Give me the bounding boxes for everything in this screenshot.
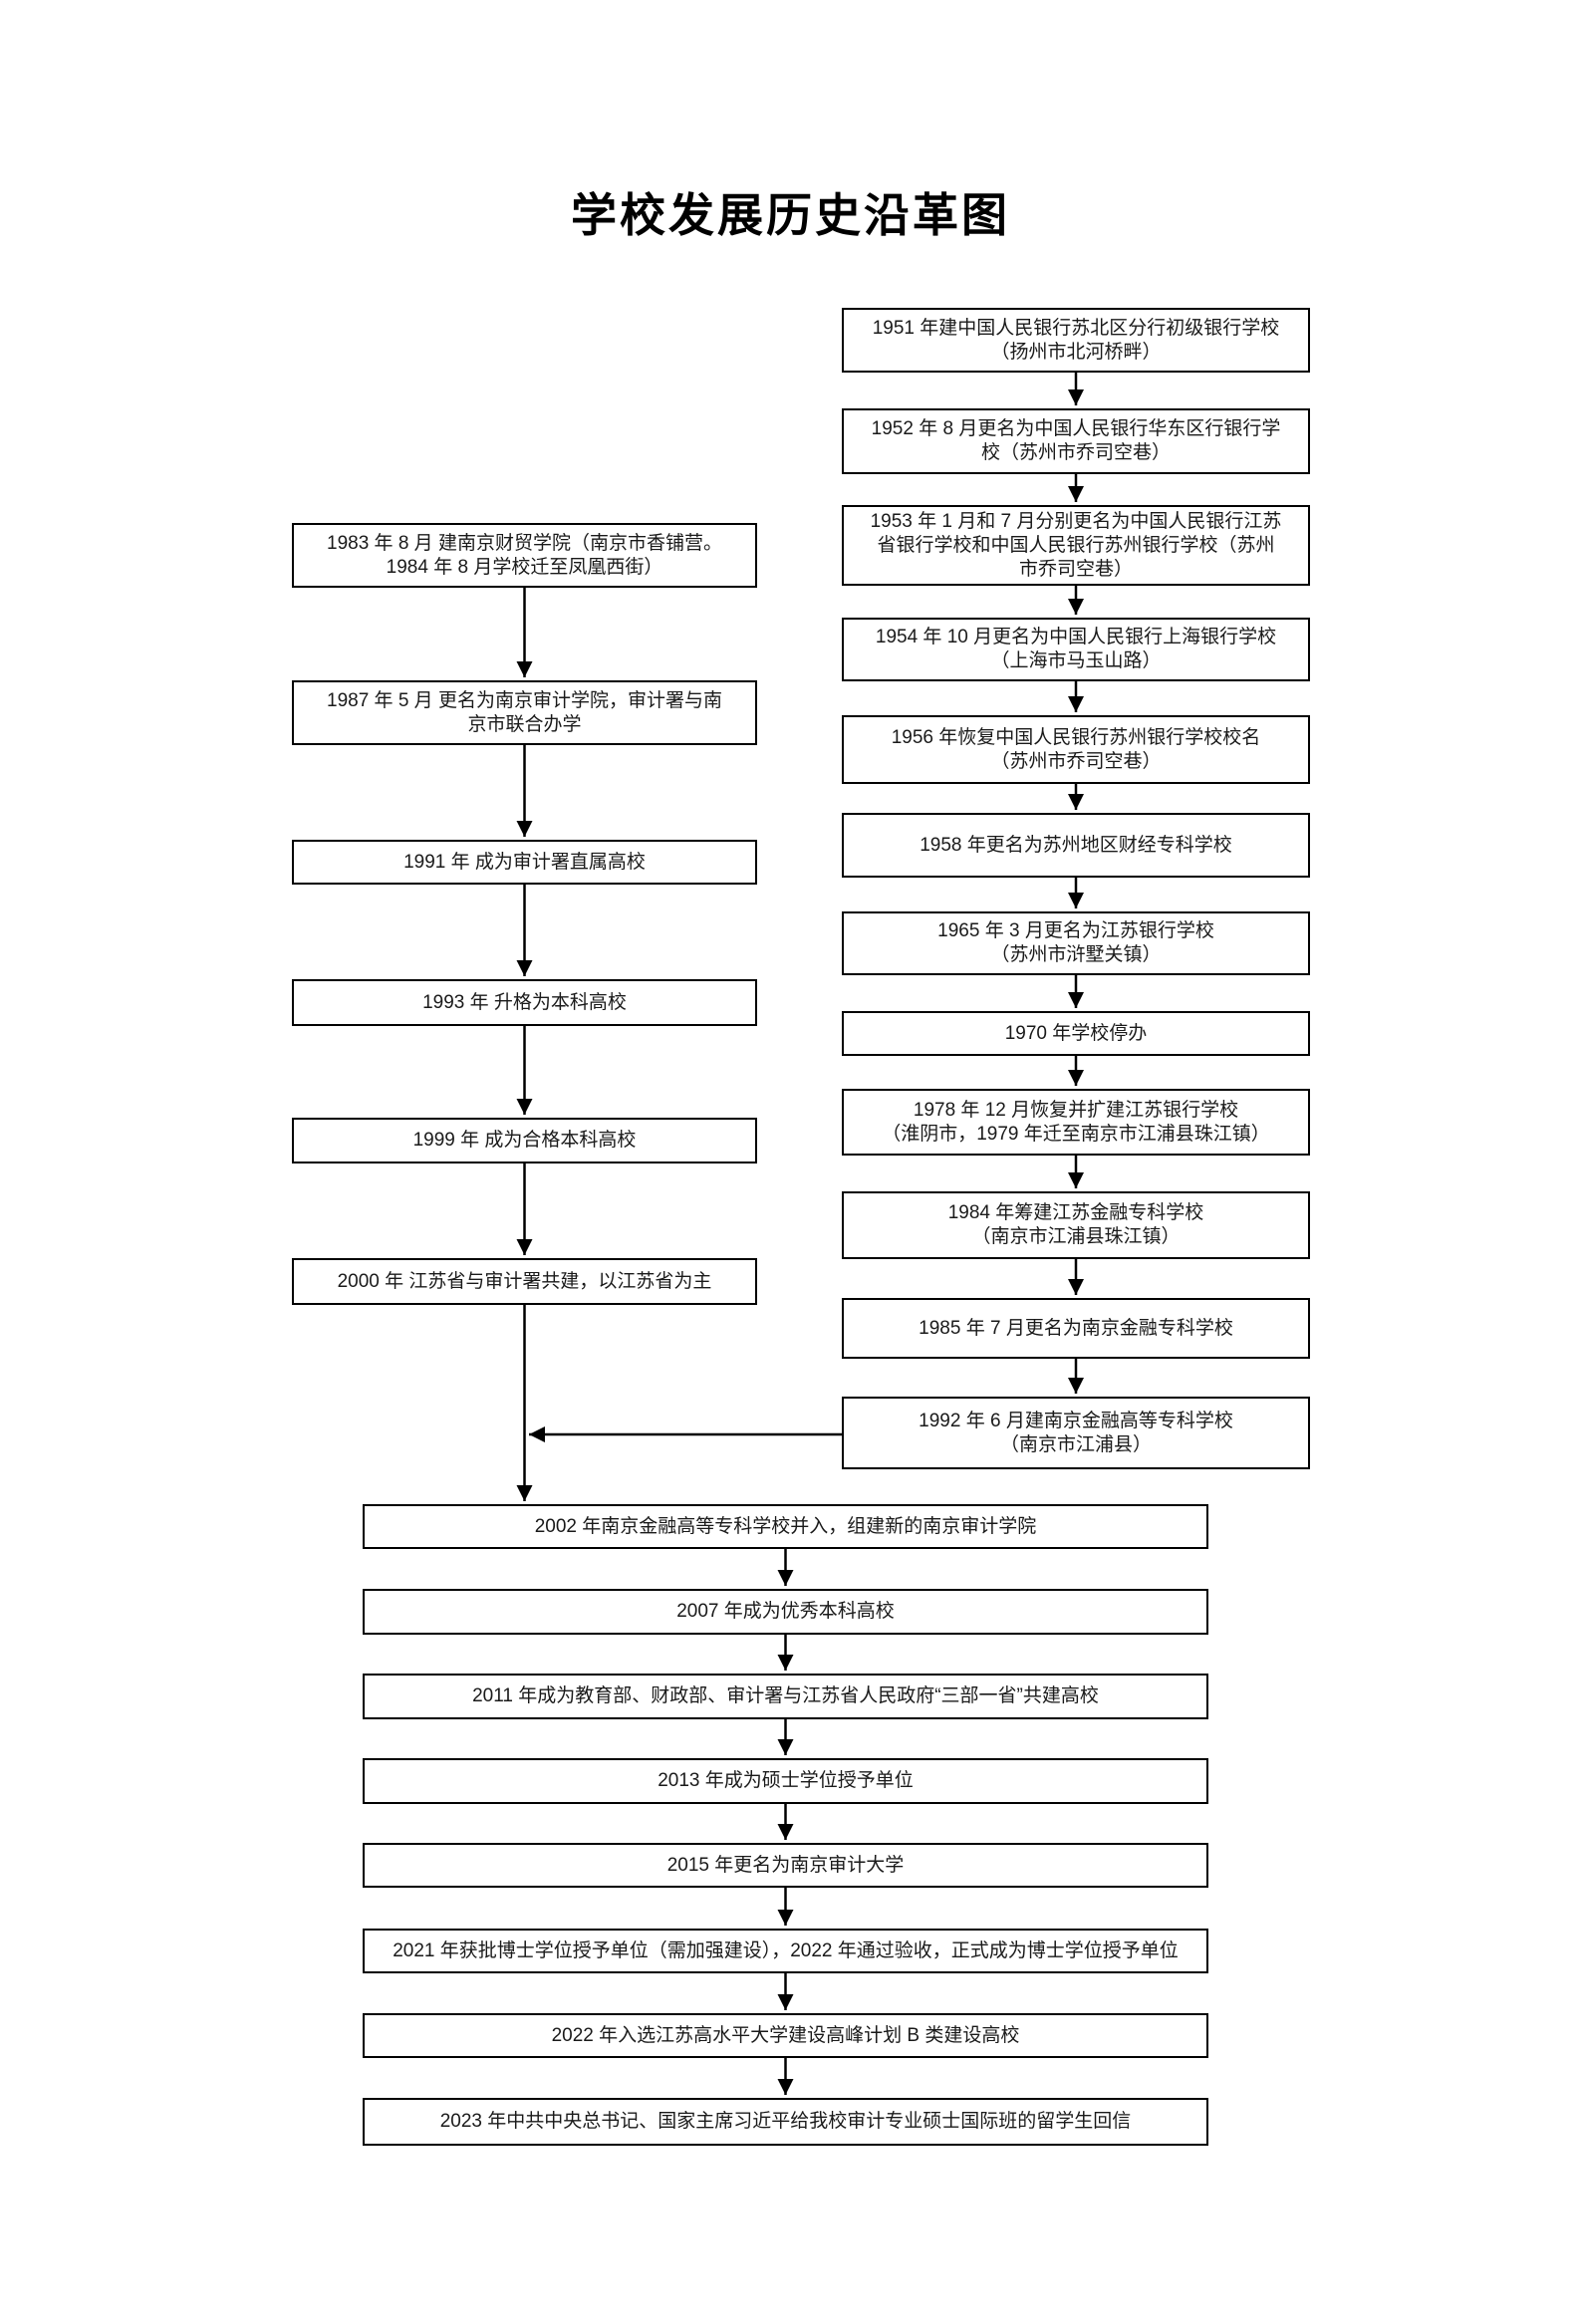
node-1983: 1983 年 8 月 建南京财贸学院（南京市香铺营。 1984 年 8 月学校迁… xyxy=(292,523,757,588)
node-2013: 2013 年成为硕士学位授予单位 xyxy=(363,1758,1208,1804)
node-1956: 1956 年恢复中国人民银行苏州银行学校校名 （苏州市乔司空巷） xyxy=(842,715,1310,784)
node-1991: 1991 年 成为审计署直属高校 xyxy=(292,840,757,885)
node-1970: 1970 年学校停办 xyxy=(842,1011,1310,1056)
node-2023: 2023 年中共中央总书记、国家主席习近平给我校审计专业硕士国际班的留学生回信 xyxy=(363,2098,1208,2146)
node-1987: 1987 年 5 月 更名为南京审计学院，审计署与南 京市联合办学 xyxy=(292,680,757,745)
node-2015: 2015 年更名为南京审计大学 xyxy=(363,1843,1208,1888)
node-1951: 1951 年建中国人民银行苏北区分行初级银行学校 （扬州市北河桥畔） xyxy=(842,308,1310,373)
node-1953: 1953 年 1 月和 7 月分别更名为中国人民银行江苏 省银行学校和中国人民银… xyxy=(842,505,1310,586)
node-1958: 1958 年更名为苏州地区财经专科学校 xyxy=(842,813,1310,878)
page-title: 学校发展历史沿革图 xyxy=(571,190,1010,241)
node-2021: 2021 年获批博士学位授予单位（需加强建设），2022 年通过验收，正式成为博… xyxy=(363,1929,1208,1973)
node-1993: 1993 年 升格为本科高校 xyxy=(292,979,757,1026)
node-2002: 2002 年南京金融高等专科学校并入，组建新的南京审计学院 xyxy=(363,1504,1208,1549)
arrow-group xyxy=(516,373,1084,2095)
node-1999: 1999 年 成为合格本科高校 xyxy=(292,1118,757,1163)
node-1984: 1984 年筹建江苏金融专科学校 （南京市江浦县珠江镇） xyxy=(842,1191,1310,1259)
node-1952: 1952 年 8 月更名为中国人民银行华东区行银行学 校（苏州市乔司空巷） xyxy=(842,408,1310,474)
node-1954: 1954 年 10 月更名为中国人民银行上海银行学校 （上海市马玉山路） xyxy=(842,618,1310,681)
node-2007: 2007 年成为优秀本科高校 xyxy=(363,1589,1208,1635)
node-2022: 2022 年入选江苏高水平大学建设高峰计划 B 类建设高校 xyxy=(363,2013,1208,2058)
node-1965: 1965 年 3 月更名为江苏银行学校 （苏州市浒墅关镇） xyxy=(842,911,1310,975)
node-2011: 2011 年成为教育部、财政部、审计署与江苏省人民政府“三部一省”共建高校 xyxy=(363,1674,1208,1719)
node-1992: 1992 年 6 月建南京金融高等专科学校 （南京市江浦县） xyxy=(842,1397,1310,1469)
node-1985: 1985 年 7 月更名为南京金融专科学校 xyxy=(842,1298,1310,1359)
node-1978: 1978 年 12 月恢复并扩建江苏银行学校 （淮阴市，1979 年迁至南京市江… xyxy=(842,1089,1310,1156)
node-2000: 2000 年 江苏省与审计署共建，以江苏省为主 xyxy=(292,1258,757,1305)
